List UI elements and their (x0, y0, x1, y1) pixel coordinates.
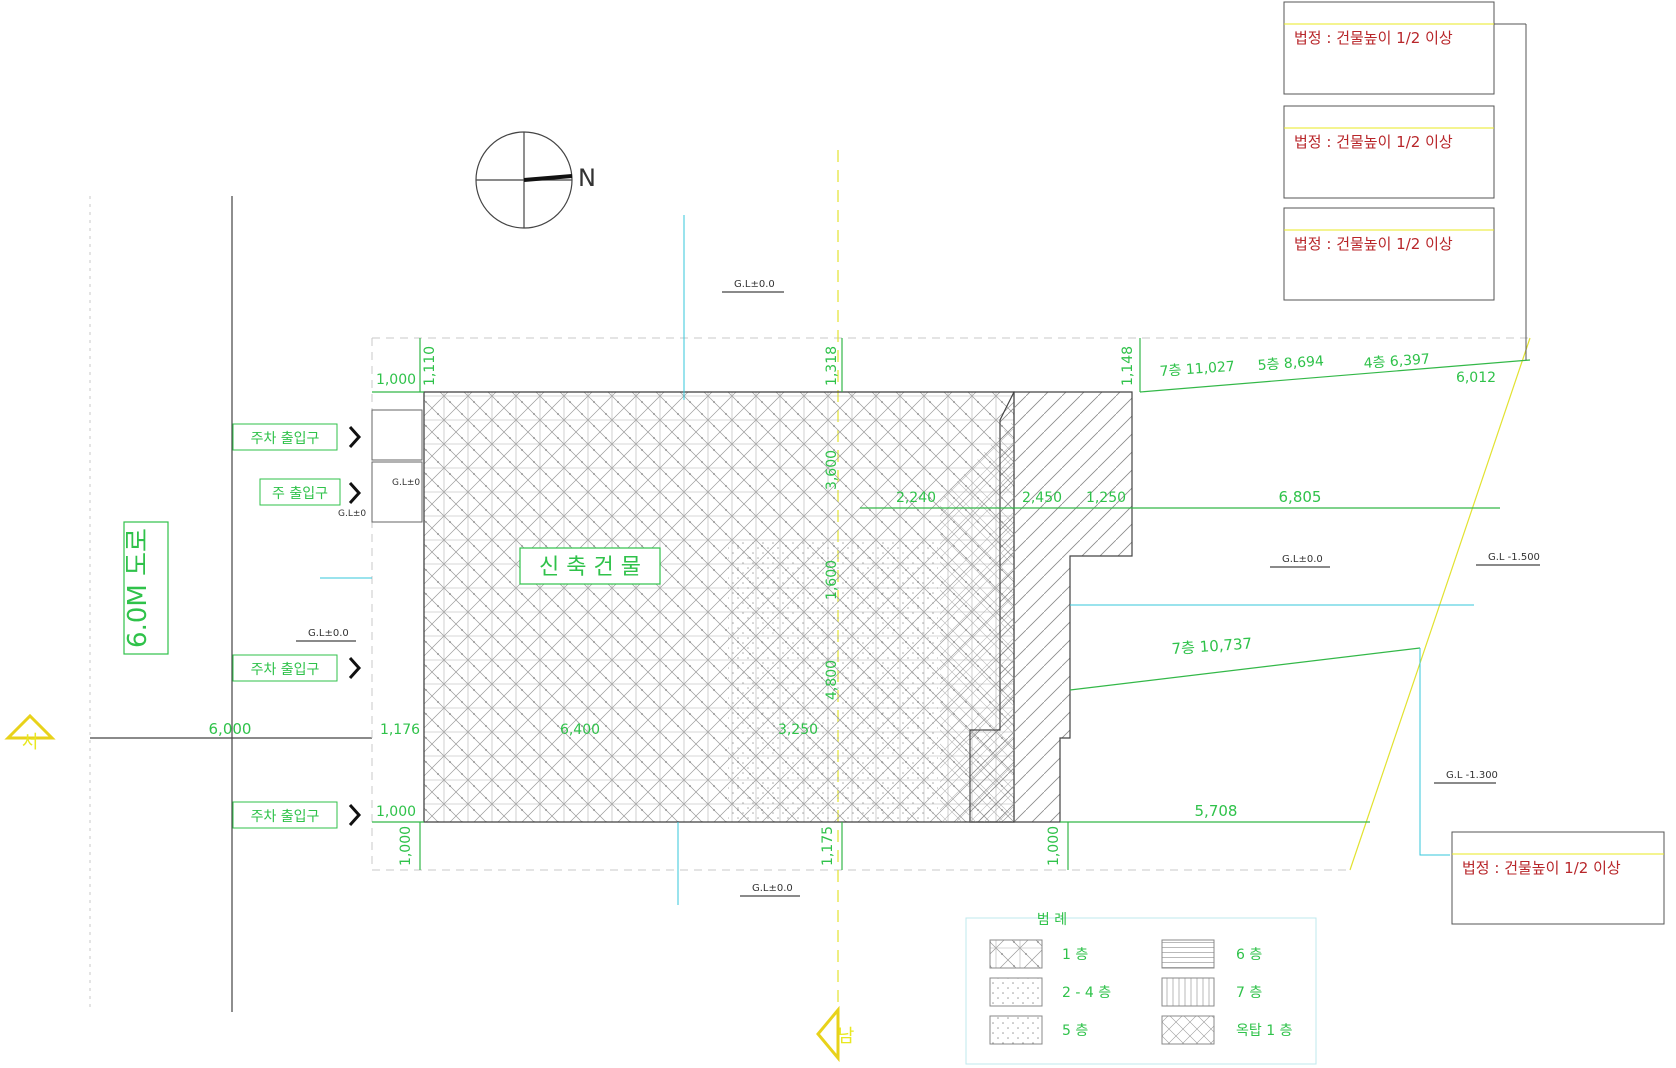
dimension-lines (372, 338, 1531, 870)
dim-top-center-v: 1,318 (824, 346, 840, 386)
legend-label-4: 6 층 (1236, 947, 1262, 963)
svg-text:남: 남 (838, 1026, 855, 1047)
west-direction-marker: 서 (4, 713, 56, 753)
chevron-right-icon (348, 656, 362, 680)
rooftop-zone (940, 420, 1014, 822)
svg-text:서: 서 (22, 732, 39, 753)
svg-text:주차 출입구: 주차 출입구 (251, 431, 320, 447)
legend-swatch-2 (989, 977, 1043, 1007)
dim-top-left-v: 1,110 (422, 346, 438, 386)
dim-vert-a: 3,600 (824, 450, 840, 490)
svg-text:G.L±0.0: G.L±0.0 (752, 883, 793, 894)
legend-swatch-5 (1161, 977, 1215, 1007)
legend-label-5: 7 층 (1236, 985, 1262, 1001)
height-label-top-7: 7층 11,027 (1159, 359, 1235, 380)
legend-label-2: 2 - 4 층 (1062, 985, 1111, 1001)
svg-text:주 출입구: 주 출입구 (272, 486, 328, 502)
svg-text:G.L±0.0: G.L±0.0 (734, 279, 775, 290)
setback-box-1: 법정 : 건물높이 1/2 이상 (1283, 1, 1495, 95)
chevron-right-icon (348, 425, 362, 449)
legend: 범 례 1 층 2 - 4 층 5 층 6 층 7 층 옥탑 1 층 (965, 912, 1317, 1065)
entrance-gap-1 (371, 409, 423, 461)
height-label-top-4: 4층 6,397 (1363, 351, 1430, 372)
svg-text:법정 : 건물높이 1/2 이상: 법정 : 건물높이 1/2 이상 (1294, 235, 1453, 253)
south-direction-marker: 남 (816, 1005, 855, 1063)
svg-text:주차 출입구: 주차 출입구 (251, 662, 320, 678)
entrance-gap-2 (371, 461, 423, 523)
north-label: N (578, 164, 596, 192)
svg-text:주차 출입구: 주차 출입구 (251, 809, 320, 825)
floor-2-4-zone (728, 540, 938, 822)
dim-left-road: 6,000 (209, 720, 252, 738)
height-label-mid-7: 7층 10,737 (1171, 634, 1253, 658)
legend-swatch-1 (989, 939, 1043, 969)
site-boundary-right (1349, 337, 1531, 871)
road-label: 6.0M 도로 (123, 528, 153, 648)
svg-text:G.L±0.0: G.L±0.0 (1282, 554, 1323, 565)
leader-lines (320, 215, 1474, 905)
dim-right-e: 5,708 (1195, 802, 1238, 820)
legend-swatch-6 (1161, 1015, 1215, 1045)
gl-markers: G.L±0.0 G.L±0.0 G.L±0.0 G.L±0.0 G.L -1.5… (296, 279, 1540, 897)
chevron-right-icon (348, 481, 362, 505)
svg-text:G.L±0.0: G.L±0.0 (308, 628, 349, 639)
legend-label-3: 5 층 (1062, 1023, 1088, 1039)
dim-right-b: 2,450 (1022, 490, 1062, 506)
setback-box-3: 법정 : 건물높이 1/2 이상 (1283, 207, 1495, 301)
dim-bottom-center-v: 1,175 (820, 826, 836, 866)
dim-bottom-right-v: 1,000 (1046, 826, 1062, 866)
legend-label-1: 1 층 (1062, 947, 1088, 963)
svg-text:G.L -1.300: G.L -1.300 (1446, 770, 1498, 781)
entrance-parking-1: 주차 출입구 (232, 423, 362, 451)
dim-vert-b: 1,600 (824, 560, 840, 600)
building-label: 신 축 건 물 (539, 555, 641, 580)
dim-vert-c: 4,800 (824, 660, 840, 700)
entrance-parking-3: 주차 출입구 (232, 801, 362, 829)
svg-text:법정 : 건물높이 1/2 이상: 법정 : 건물높이 1/2 이상 (1462, 859, 1621, 877)
entrance-parking-2: 주차 출입구 (232, 654, 362, 682)
dim-right-d: 6,805 (1279, 488, 1322, 506)
legend-title: 범 례 (1037, 912, 1067, 928)
svg-text:G.L -1.500: G.L -1.500 (1488, 552, 1540, 563)
dim-right-f: 6,012 (1456, 370, 1496, 386)
dim-top-right-v: 1,148 (1120, 346, 1136, 386)
chevron-right-icon (348, 803, 362, 827)
dim-top-left-h: 1,000 (376, 372, 416, 388)
dim-bottom-left-h: 1,000 (376, 804, 416, 820)
legend-swatch-3 (989, 1015, 1043, 1045)
dim-inner-a: 6,400 (560, 722, 600, 738)
building-footprint (423, 391, 1133, 823)
setback-box-4: 법정 : 건물높이 1/2 이상 (1451, 831, 1665, 925)
legend-label-6: 옥탑 1 층 (1236, 1023, 1293, 1039)
dim-right-c: 1,250 (1086, 490, 1126, 506)
setback-box-2: 법정 : 건물높이 1/2 이상 (1283, 105, 1495, 199)
north-arrow-icon: N (475, 131, 596, 229)
svg-text:G.L±0: G.L±0 (392, 478, 420, 488)
svg-text:법정 : 건물높이 1/2 이상: 법정 : 건물높이 1/2 이상 (1294, 29, 1453, 47)
legend-swatch-4 (1161, 939, 1215, 969)
height-label-top-5: 5층 8,694 (1257, 353, 1324, 374)
dim-bottom-left-v: 1,000 (398, 826, 414, 866)
dim-right-a: 2,240 (896, 490, 936, 506)
svg-text:G.L±0: G.L±0 (338, 509, 366, 519)
svg-text:법정 : 건물높이 1/2 이상: 법정 : 건물높이 1/2 이상 (1294, 133, 1453, 151)
dim-inner-b: 3,250 (778, 722, 818, 738)
entrance-main: 주 출입구 (259, 478, 362, 506)
dim-left-mid: 1,176 (380, 722, 420, 738)
